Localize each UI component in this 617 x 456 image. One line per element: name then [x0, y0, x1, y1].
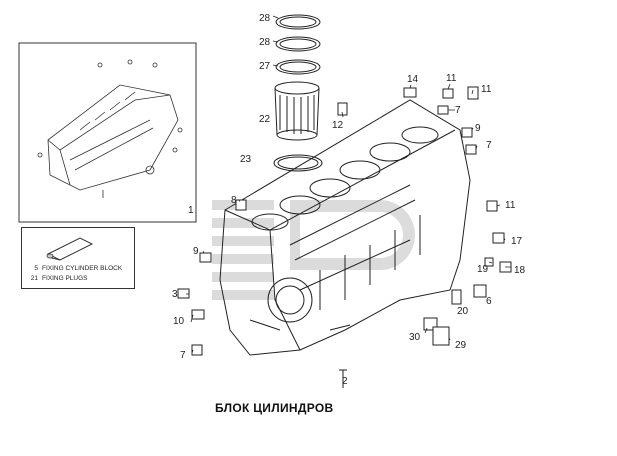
callout-label: 18	[514, 265, 526, 276]
plug-icon	[46, 237, 94, 261]
cylinder-liner	[274, 81, 320, 141]
callout-label: 8	[231, 195, 237, 206]
callout-label: 9	[193, 246, 199, 257]
callout-label: 7	[455, 105, 461, 116]
callout-label: 28	[259, 37, 271, 48]
callout-label: 10	[173, 316, 185, 327]
callout-label: 6	[486, 296, 492, 307]
callout-label: 2	[342, 376, 348, 387]
inset-block-drawing	[37, 59, 183, 198]
callout-label: 30	[409, 332, 421, 343]
diagram-title: БЛОК ЦИЛИНДРОВ	[215, 401, 334, 415]
callout-label: 3	[172, 289, 178, 300]
callout-label: 23	[240, 154, 252, 165]
callout-label: 11	[481, 84, 492, 95]
callout-label: 20	[457, 306, 469, 317]
callout-labels: 28 28 27 22 23 12 14 11 11 7 9 7 8 9 11 …	[172, 13, 526, 387]
callout-label: 17	[511, 236, 523, 247]
callout-label: 22	[259, 114, 271, 125]
inset-frame: 1	[18, 42, 197, 223]
piston-rings	[273, 14, 323, 172]
callout-label: 11	[505, 200, 516, 211]
callout-label: 9	[475, 123, 481, 134]
callout-label: 29	[455, 340, 467, 351]
callout-label: 12	[332, 120, 344, 131]
inset-index: 1	[188, 205, 194, 216]
callout-label: 7	[486, 140, 492, 151]
leader-lines	[186, 15, 511, 354]
callout-label: 19	[477, 264, 489, 275]
callout-label: 7	[180, 350, 186, 361]
callout-label: 14	[407, 74, 419, 85]
cylinder-block	[219, 99, 471, 356]
callout-label: 27	[259, 61, 271, 72]
callout-label: 11	[446, 73, 457, 84]
callout-label: 28	[259, 13, 271, 24]
